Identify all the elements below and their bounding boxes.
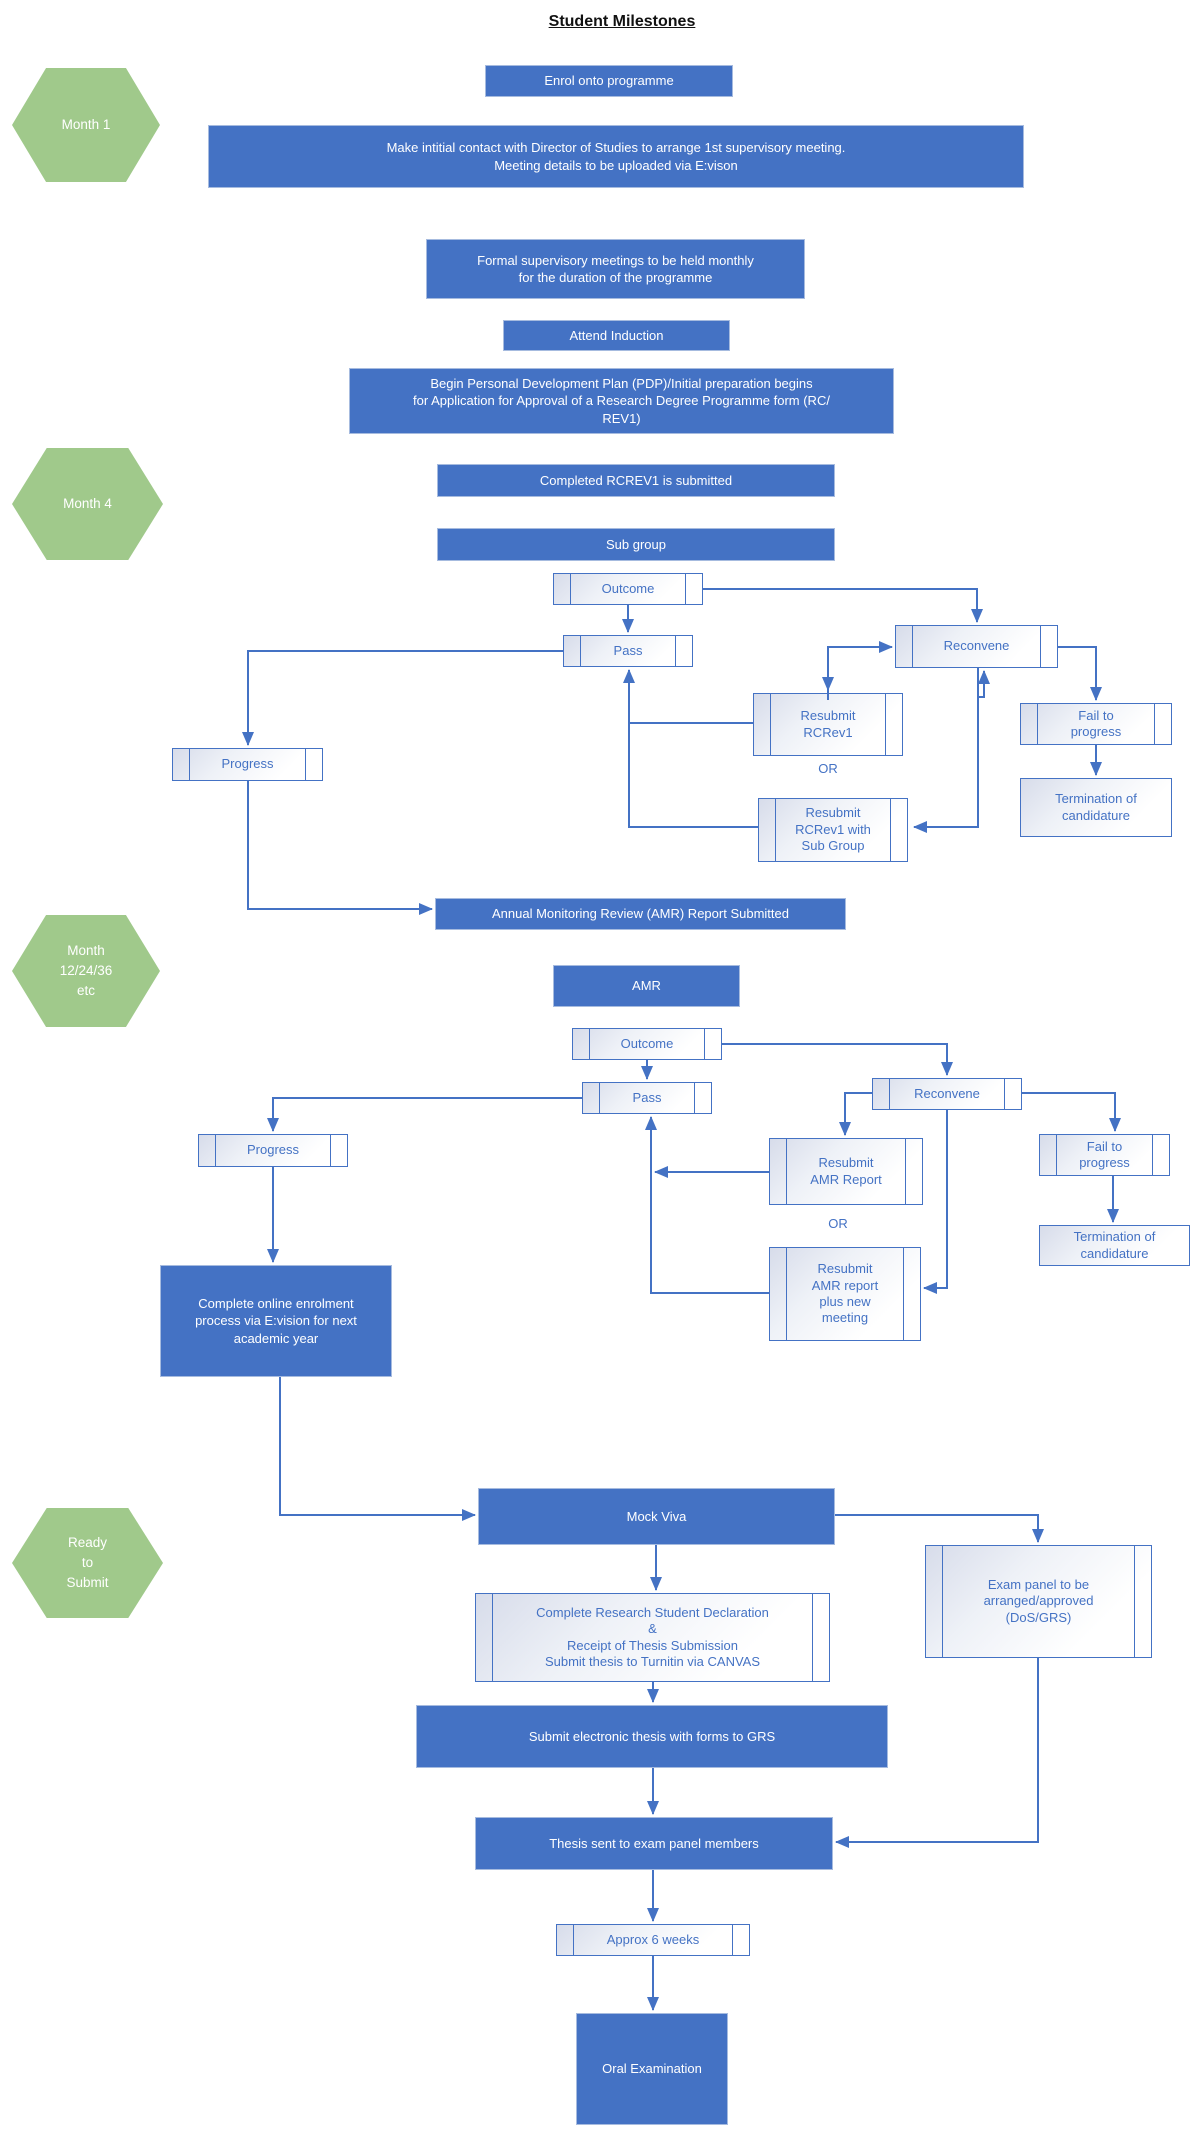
connector-pass2-to-progress2: [267, 1097, 582, 1132]
node-outcome-subgroup: Outcome: [553, 573, 703, 605]
node-reconvene-amr: Reconvene: [872, 1078, 1022, 1110]
node-pass-amr: Pass: [582, 1082, 712, 1114]
connector-online-enrolment-to-mock-viva: [279, 1377, 476, 1521]
node-enrol-onto-programme: Enrol onto programme: [485, 65, 733, 97]
node-progress-subgroup: Progress: [172, 748, 323, 781]
connector-reconvene1-to-fail1: [1058, 646, 1102, 701]
connector-mock-viva-to-exam-panel: [835, 1514, 1044, 1543]
node-resubmit-rcrev1: Resubmit RCRev1: [753, 693, 903, 756]
node-termination-of-candidature-amr: Termination of candidature: [1039, 1225, 1190, 1266]
node-approx-6-weeks: Approx 6 weeks: [556, 1924, 750, 1956]
milestone-hex-month-4: Month 4: [12, 448, 163, 560]
node-resubmit-amr-plus-meeting: Resubmit AMR report plus new meeting: [769, 1247, 921, 1341]
or-label-subgroup: OR: [818, 761, 838, 776]
node-resubmit-rcrev1-with-sub-group: Resubmit RCRev1 with Sub Group: [758, 798, 908, 862]
node-complete-online-enrolment: Complete online enrolment process via E:…: [160, 1265, 392, 1377]
connector-pass1-to-progress1: [242, 650, 563, 746]
node-termination-of-candidature-subgroup: Termination of candidature: [1020, 778, 1172, 837]
node-outcome-amr: Outcome: [572, 1028, 722, 1060]
milestone-hex-month-12-24-36: Month 12/24/36 etc: [12, 915, 160, 1027]
node-exam-panel-arranged: Exam panel to be arranged/approved (DoS/…: [925, 1545, 1152, 1658]
node-reconvene-subgroup: Reconvene: [895, 625, 1058, 668]
connector-resubmit-amr-plus-to-pass2: [645, 1116, 769, 1294]
milestone-hex-ready-to-submit: Ready to Submit: [12, 1508, 163, 1618]
node-fail-to-progress-subgroup: Fail to progress: [1020, 703, 1172, 745]
connector-reconvene2-to-resubmit-amr-plus: [923, 1110, 948, 1294]
node-oral-examination: Oral Examination: [576, 2013, 728, 2125]
node-amr: AMR: [553, 965, 740, 1007]
node-sub-group: Sub group: [437, 528, 835, 561]
node-research-student-declaration: Complete Research Student Declaration & …: [475, 1593, 830, 1682]
node-amr-report-submitted: Annual Monitoring Review (AMR) Report Su…: [435, 898, 846, 930]
milestone-hex-month-1: Month 1: [12, 68, 160, 182]
node-attend-induction: Attend Induction: [503, 320, 730, 351]
page-title: Student Milestones: [548, 13, 696, 30]
node-initial-contact: Make intitial contact with Director of S…: [208, 125, 1024, 188]
connector-reconvene2-to-resubmit-amr: [839, 1092, 872, 1136]
connector-progress1-to-amr-report: [247, 781, 433, 915]
or-label-amr: OR: [828, 1216, 848, 1231]
node-mock-viva: Mock Viva: [478, 1488, 835, 1545]
node-submit-electronic-thesis: Submit electronic thesis with forms to G…: [416, 1705, 888, 1768]
connector-reconvene2-to-fail2: [1022, 1092, 1121, 1132]
node-progress-amr: Progress: [198, 1134, 348, 1167]
connector-reconvene1-to-resubmit-subgroup: [913, 668, 979, 833]
connector-resubmit-subgroup-to-pass1: [623, 669, 758, 828]
node-begin-pdp: Begin Personal Development Plan (PDP)/In…: [349, 368, 894, 434]
node-completed-rcrev1-submitted: Completed RCREV1 is submitted: [437, 464, 835, 497]
connector-resubmit-subgroup-to-reconvene1: [978, 670, 990, 698]
node-formal-supervisory-meetings: Formal supervisory meetings to be held m…: [426, 239, 805, 299]
connector-outcome2-to-reconvene2: [722, 1043, 953, 1076]
connector-outcome1-to-reconvene1: [703, 588, 983, 623]
node-fail-to-progress-amr: Fail to progress: [1039, 1134, 1170, 1176]
node-pass-subgroup: Pass: [563, 635, 693, 667]
node-resubmit-amr-report: Resubmit AMR Report: [769, 1138, 923, 1205]
node-thesis-sent-to-panel: Thesis sent to exam panel members: [475, 1817, 833, 1870]
